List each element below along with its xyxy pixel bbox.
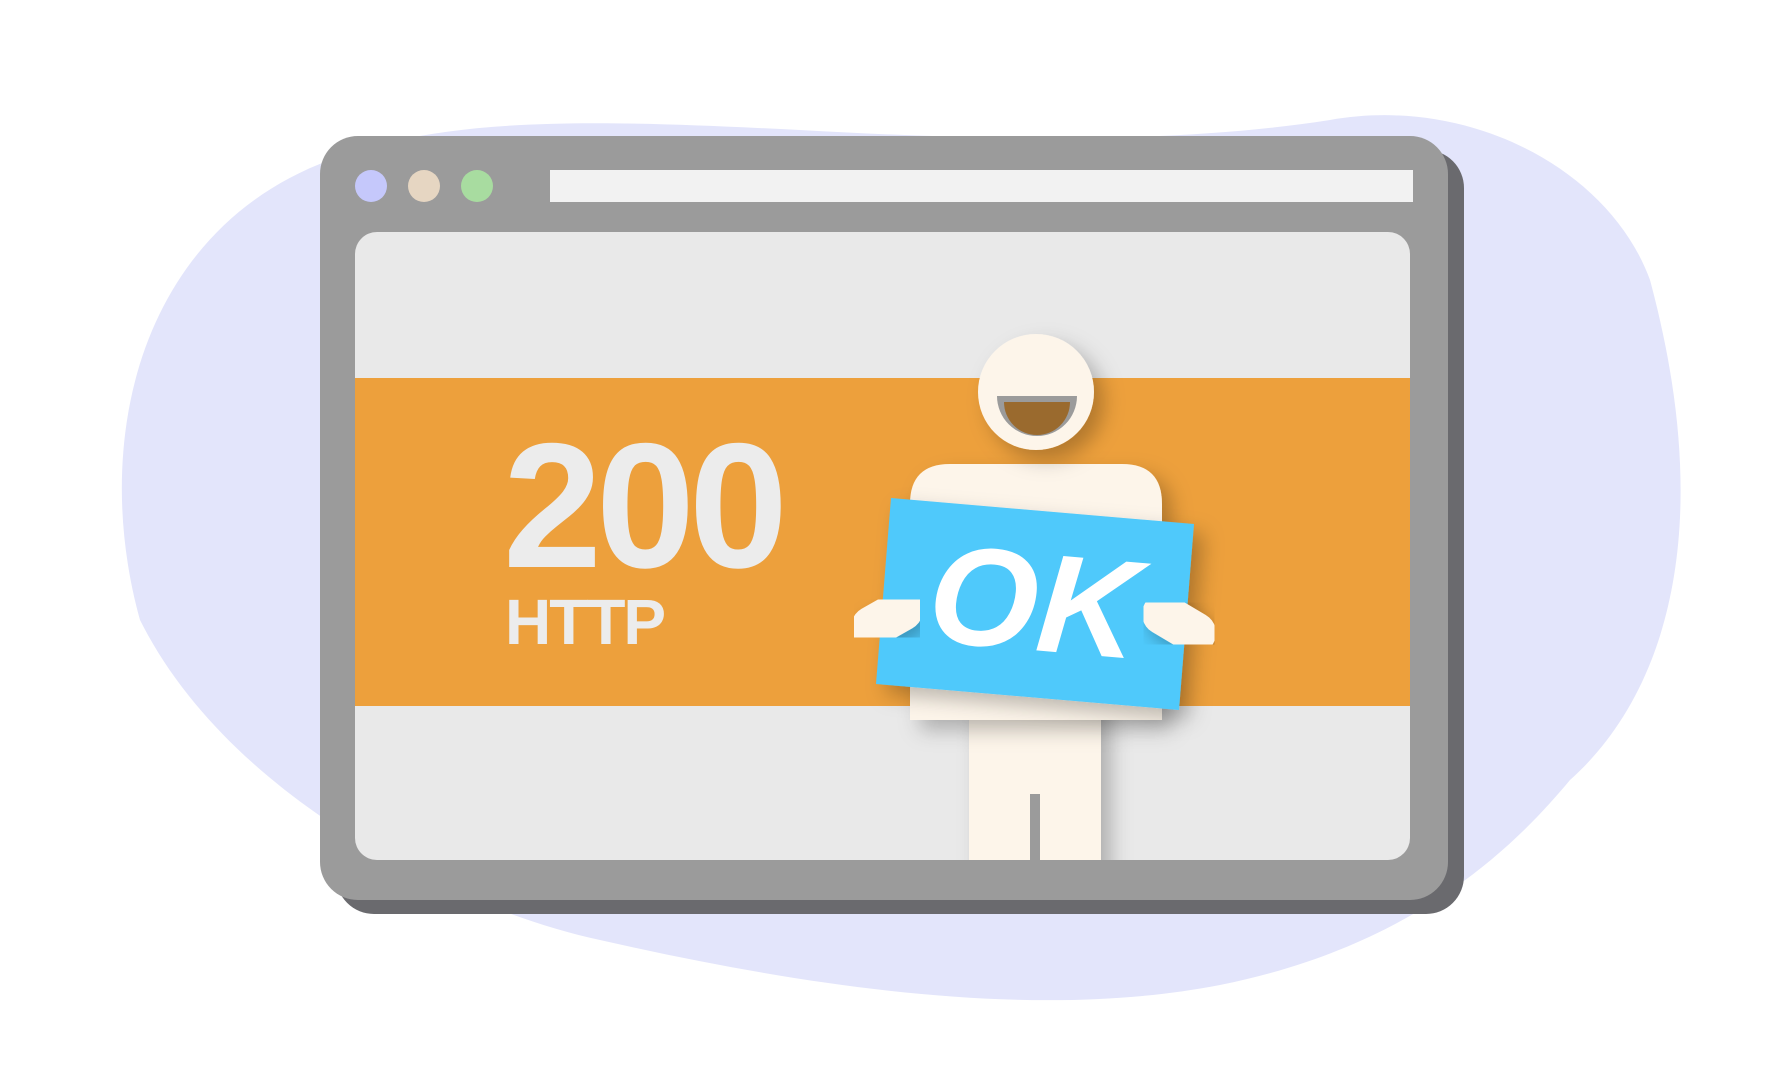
right-hand xyxy=(1142,593,1216,654)
status-code-text: 200 xyxy=(503,406,782,605)
figure-leg-gap xyxy=(1030,794,1040,860)
browser-window xyxy=(320,136,1464,914)
address-bar[interactable] xyxy=(550,170,1413,202)
ok-sign-board xyxy=(876,498,1194,710)
window-minimize-dot[interactable] xyxy=(408,170,440,202)
ok-sign-text: OK xyxy=(923,514,1155,689)
window-maximize-dot[interactable] xyxy=(461,170,493,202)
window-close-dot[interactable] xyxy=(355,170,387,202)
figure-mouth-inner xyxy=(1004,402,1070,435)
ok-sign: OK xyxy=(876,498,1194,710)
left-hand xyxy=(851,589,923,648)
protocol-text: HTTP xyxy=(505,586,664,658)
